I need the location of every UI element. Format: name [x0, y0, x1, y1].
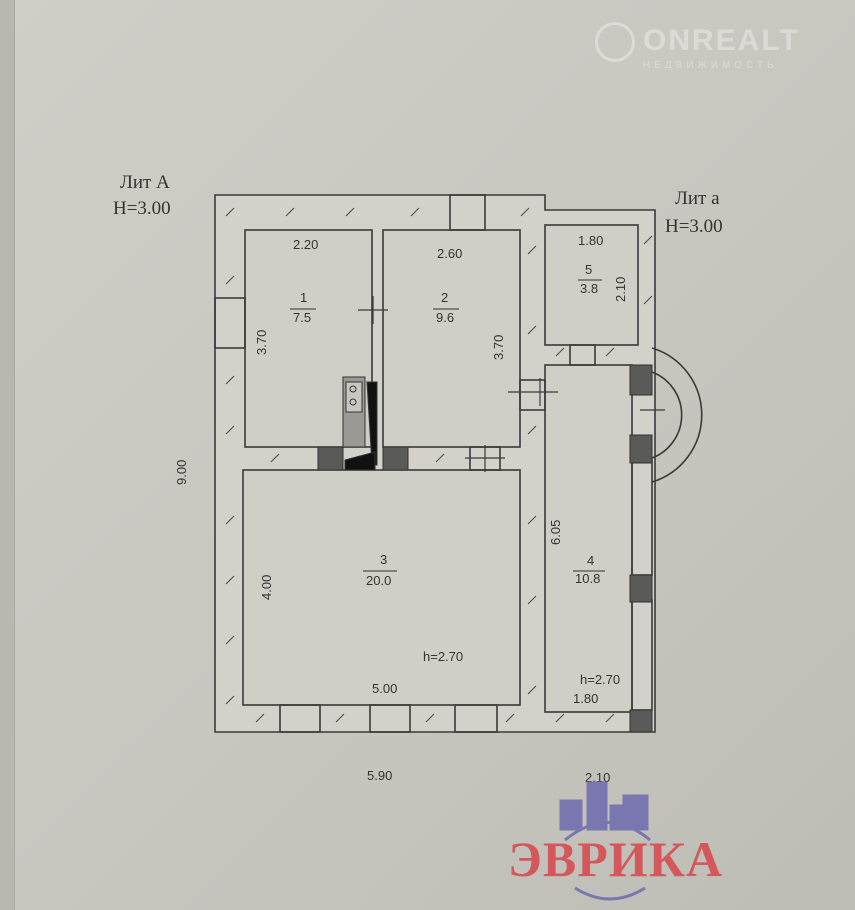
wall-block	[382, 446, 409, 471]
window	[454, 704, 498, 733]
wall-block	[629, 709, 653, 733]
room-1-width: 2.20	[293, 237, 318, 252]
porch-arc	[651, 347, 703, 483]
door-room2-4	[519, 379, 546, 411]
litera-main-height: H=3.00	[113, 198, 171, 219]
room-2-number: 2	[441, 290, 448, 305]
wall-hatch	[225, 207, 235, 217]
room-2-width: 2.60	[437, 246, 462, 261]
room-2-area: 9.6	[436, 310, 454, 325]
room-1-length: 3.70	[254, 330, 269, 355]
wall-hatch	[225, 575, 235, 585]
watermark-brand: ONREALT	[643, 23, 800, 57]
wall-hatch	[225, 375, 235, 385]
wall-hatch	[527, 245, 537, 255]
wall-block	[629, 574, 653, 603]
wall-block	[317, 446, 344, 471]
wall-hatch	[435, 453, 445, 463]
eureka-logo-icon	[559, 781, 651, 901]
room-3-length: 4.00	[259, 575, 274, 600]
wall-hatch	[555, 713, 565, 723]
room-4-width: 1.80	[573, 691, 598, 706]
wall-hatch	[520, 207, 530, 217]
wall-hatch	[270, 453, 280, 463]
window	[279, 704, 321, 733]
room-4-number: 4	[587, 553, 594, 568]
room-4-length: 6.05	[548, 520, 563, 545]
wall-hatch	[527, 685, 537, 695]
wall-hatch	[527, 595, 537, 605]
porch-arc-inner	[651, 371, 683, 459]
overall-width-annex: 2.10	[585, 770, 610, 785]
watermark-subtitle: НЕДВИЖИМОСТЬ	[643, 60, 778, 71]
window	[369, 704, 411, 733]
wall-hatch	[285, 207, 295, 217]
room-3-area: 20.0	[366, 573, 391, 588]
window	[449, 194, 486, 231]
window	[214, 297, 246, 349]
wall-hatch	[527, 325, 537, 335]
house-logo-icon	[595, 22, 635, 62]
wall-hatch	[225, 695, 235, 705]
wall-block	[629, 364, 653, 396]
room-4-ceiling: h=2.70	[580, 672, 620, 687]
wall-hatch	[225, 425, 235, 435]
room-1-number: 1	[300, 290, 307, 305]
overall-width-main: 5.90	[367, 768, 392, 783]
wall-hatch	[255, 713, 265, 723]
litera-annex-height: H=3.00	[665, 216, 723, 237]
wall-hatch	[605, 713, 615, 723]
wall-hatch	[345, 207, 355, 217]
wall-hatch	[410, 207, 420, 217]
wall-hatch	[225, 635, 235, 645]
logo-text: ЭВРИКА	[508, 831, 724, 887]
wall-hatch	[225, 275, 235, 285]
wall-hatch	[225, 515, 235, 525]
room-5-length: 2.10	[613, 277, 628, 302]
wall-hatch	[605, 347, 615, 357]
page-binding	[0, 0, 15, 910]
wall-hatch	[643, 235, 653, 245]
room-3-outline	[242, 469, 521, 706]
room-5-number: 5	[585, 262, 592, 277]
room-4-area: 10.8	[575, 571, 600, 586]
litera-main-name: Лит А	[120, 172, 170, 193]
wall-hatch	[555, 347, 565, 357]
wall-hatch	[425, 713, 435, 723]
room-1-area: 7.5	[293, 310, 311, 325]
room-5-width: 1.80	[578, 233, 603, 248]
room-3-number: 3	[380, 552, 387, 567]
wall-hatch	[505, 713, 515, 723]
room-5-area: 3.8	[580, 281, 598, 296]
wall-hatch	[335, 713, 345, 723]
stove	[342, 376, 378, 471]
room-3-ceiling: h=2.70	[423, 649, 463, 664]
watermark: ONREALT НЕДВИЖИМОСТЬ	[595, 22, 800, 71]
door-room5-4	[569, 344, 596, 366]
room-3-width: 5.00	[372, 681, 397, 696]
wall-hatch	[527, 515, 537, 525]
room-2-length: 3.70	[491, 335, 506, 360]
wall-hatch	[527, 425, 537, 435]
wall-block	[629, 434, 653, 464]
wall-hatch	[643, 295, 653, 305]
room-5-outline	[544, 224, 639, 346]
litera-annex-name: Лит а	[675, 188, 720, 209]
overall-depth: 9.00	[174, 460, 189, 485]
